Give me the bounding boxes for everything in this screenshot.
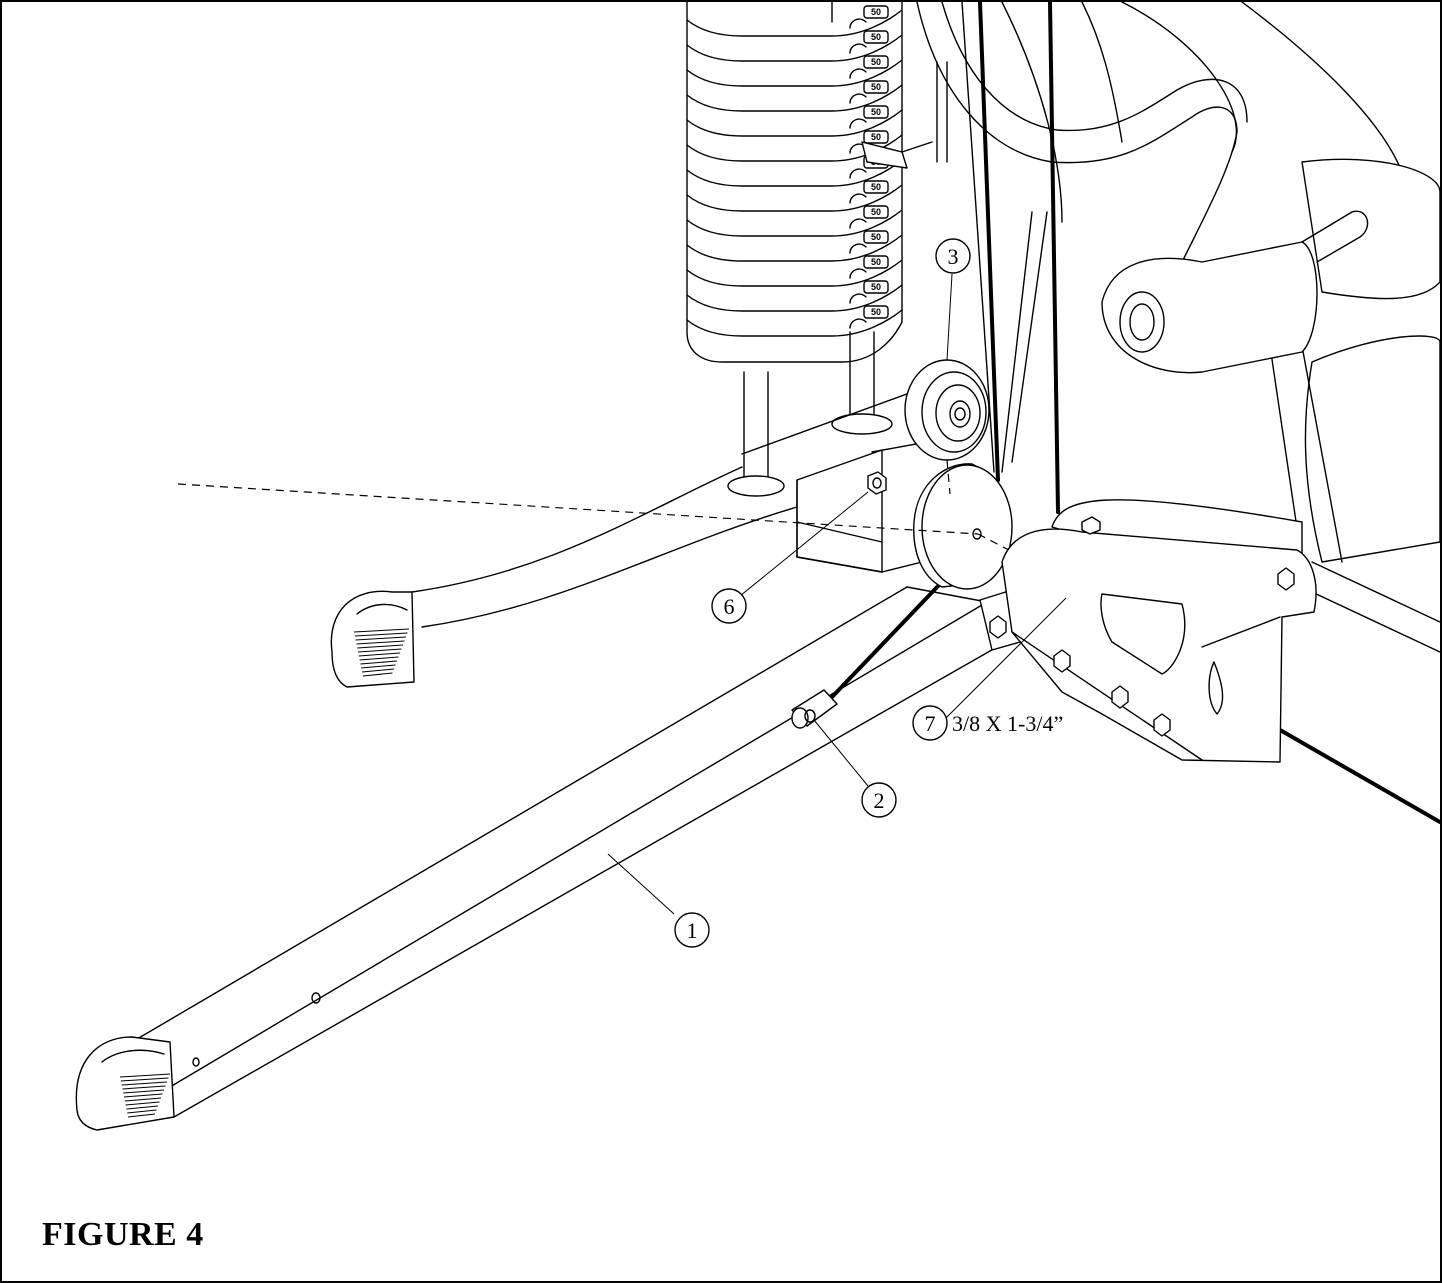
weight-plate: 50 [686, 105, 903, 137]
plate-weight-label: 50 [871, 182, 881, 192]
svg-text:6: 6 [724, 594, 735, 619]
weight-plate: 50 [686, 255, 903, 287]
callout-1: 1 [674, 912, 710, 948]
plate-weight-label: 50 [871, 207, 881, 217]
leader-lines [607, 273, 1067, 915]
plate-weight-label: 50 [871, 307, 881, 317]
callout-2: 2 [861, 782, 897, 818]
assembly-lines [177, 459, 1033, 563]
weight-stack: 50505050505050505050505050 [686, 2, 948, 497]
nut-part [867, 471, 887, 495]
rear-foot-cap [330, 590, 415, 688]
figure-caption: FIGURE 4 [42, 1216, 204, 1253]
weight-plate: 50 [686, 230, 903, 262]
svg-text:7: 7 [925, 711, 936, 736]
svg-text:3: 3 [948, 244, 959, 269]
weight-plate: 50 [686, 30, 903, 62]
plate-weight-label: 50 [871, 82, 881, 92]
plate-weight-label: 50 [871, 57, 881, 67]
rear-base [411, 373, 963, 628]
weight-plate: 50 [686, 5, 903, 37]
weight-plate: 50 [686, 80, 903, 112]
mount-bracket [1001, 516, 1317, 763]
callout-6: 6 [711, 588, 747, 624]
weight-plate: 50 [686, 55, 903, 87]
plate-weight-label: 50 [871, 282, 881, 292]
front-foot-cap [75, 1036, 175, 1131]
callout-7: 7 3/8 X 1-3/4” [912, 705, 1063, 741]
cable-clevis [791, 689, 838, 729]
svg-text:1: 1 [687, 918, 698, 943]
plate-weight-label: 50 [871, 232, 881, 242]
lower-pulley [913, 463, 1013, 590]
hardware-spec: 3/8 X 1-3/4” [952, 711, 1063, 736]
upper-pulley [904, 359, 990, 461]
plate-weight-label: 50 [871, 132, 881, 142]
plate-weight-label: 50 [871, 257, 881, 267]
plate-weight-label: 50 [871, 7, 881, 17]
arm-tube [916, 2, 1369, 374]
svg-text:2: 2 [874, 788, 885, 813]
weight-plate: 50 [686, 280, 903, 312]
plate-weight-label: 50 [871, 32, 881, 42]
weight-plate: 50 [686, 180, 903, 212]
base-tube [131, 586, 1021, 1118]
weight-plate: 50 [686, 205, 903, 237]
weight-plate: 50 [686, 305, 903, 337]
weight-plate: 50 [686, 130, 903, 162]
plate-weight-label: 50 [871, 107, 881, 117]
callout-3: 3 [935, 238, 971, 274]
